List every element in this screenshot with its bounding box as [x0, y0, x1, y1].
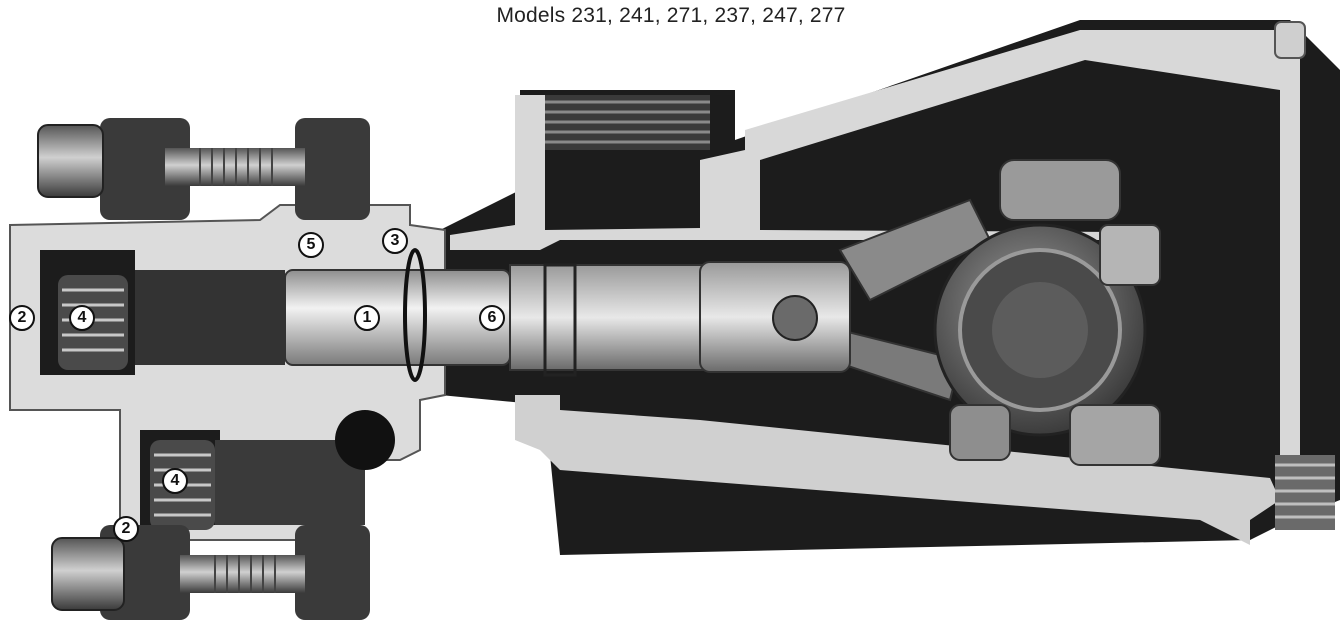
- manifold-bolts: [37, 118, 370, 620]
- callout-4-lower-valve: 4: [162, 468, 188, 494]
- callout-2-upper: 2: [9, 305, 35, 331]
- plunger-rod: [509, 261, 851, 377]
- seal-ring: [403, 248, 427, 382]
- plunger: [284, 269, 511, 366]
- manifold-body: [9, 204, 446, 541]
- callout-5-oring: 5: [298, 232, 324, 258]
- callout-6-packing: 6: [479, 305, 505, 331]
- callout-2-lower: 2: [113, 516, 139, 542]
- callout-1-plunger: 1: [354, 305, 380, 331]
- callout-4-upper-valve: 4: [69, 305, 95, 331]
- figure-caption: Models 231, 241, 271, 237, 247, 277: [496, 4, 846, 27]
- callout-3-seal: 3: [382, 228, 408, 254]
- crank-assembly: [828, 159, 1161, 466]
